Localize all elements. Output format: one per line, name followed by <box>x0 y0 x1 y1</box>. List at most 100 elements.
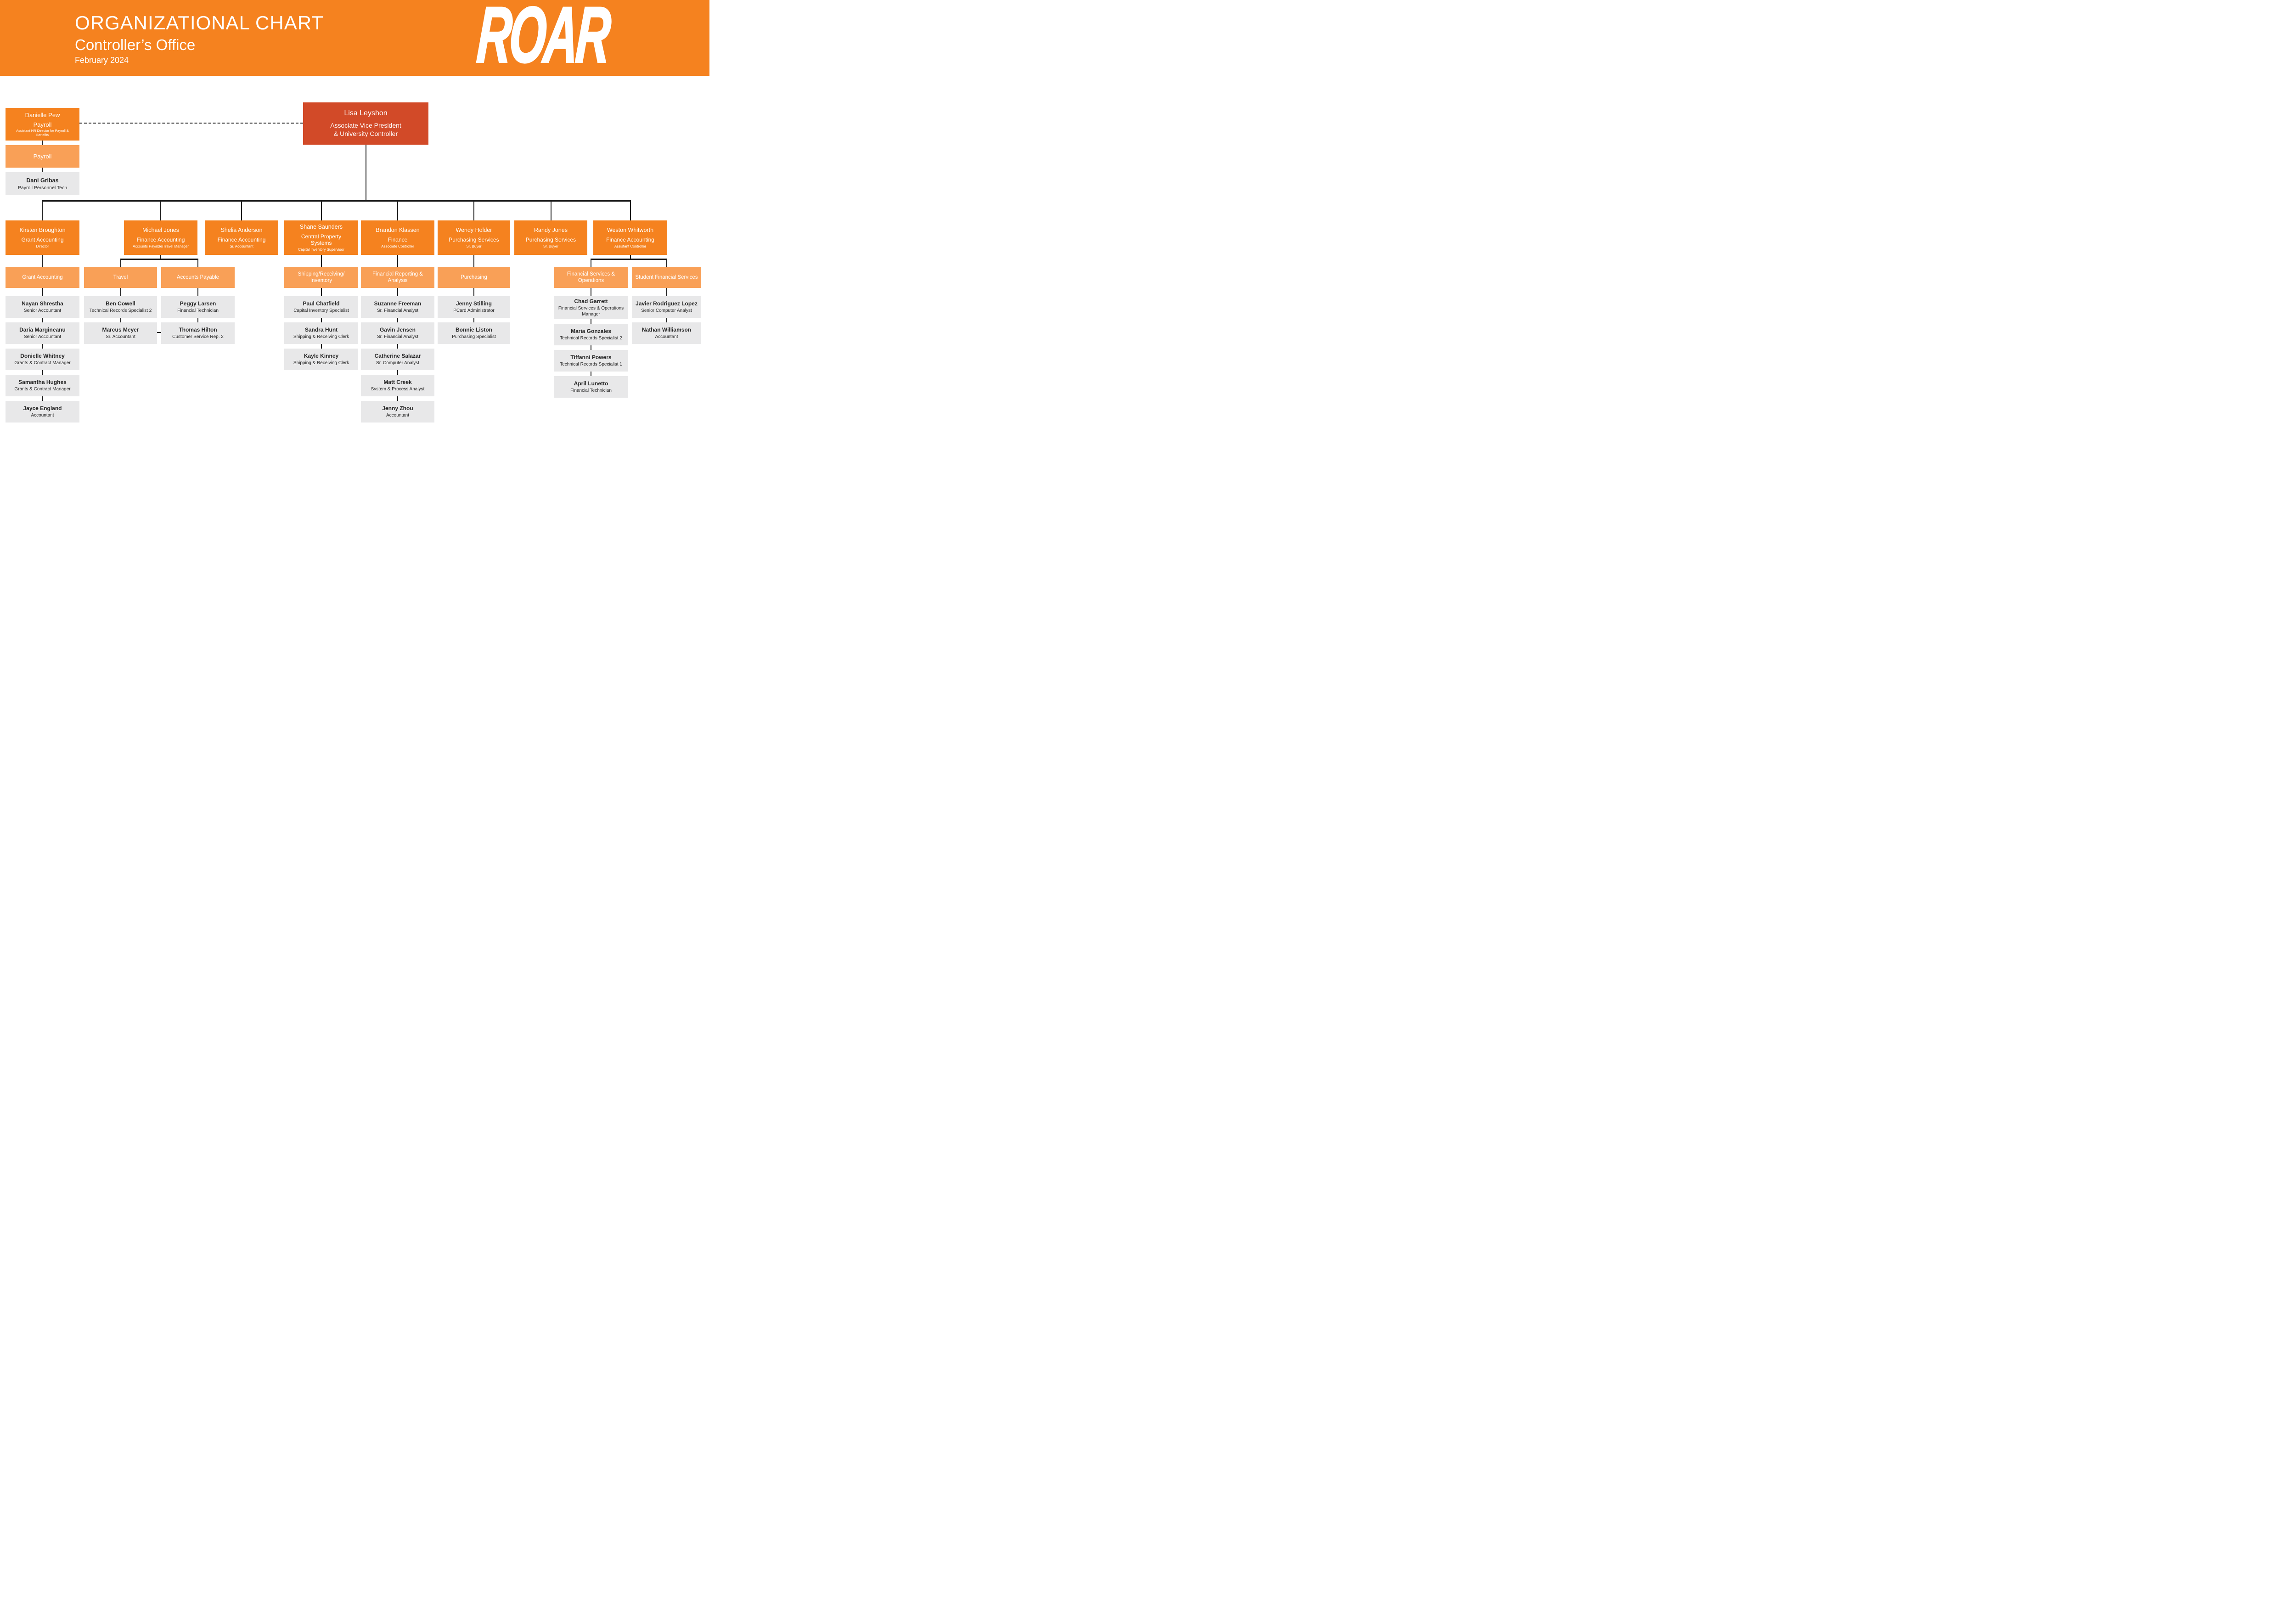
employee-name: Kayle Kinney <box>304 352 339 359</box>
team-box-financial-services-ops: Financial Services & Operations <box>554 267 628 288</box>
employee-name: Donielle Whitney <box>20 352 65 359</box>
manager-dept: Central Property Systems <box>301 233 342 246</box>
manager-name: Michael Jones <box>142 226 179 233</box>
controller-title: Associate Vice President & University Co… <box>330 122 401 137</box>
manager-name: Shelia Anderson <box>220 226 263 233</box>
manager-dept: Purchasing Services <box>525 236 576 243</box>
employee-title: Senior Computer Analyst <box>641 308 692 313</box>
employee-title: Accountant <box>31 412 54 418</box>
connector-line <box>42 141 43 145</box>
employee-name: Thomas Hilton <box>179 326 217 333</box>
employee-title: Shipping & Receiving Clerk <box>293 360 349 366</box>
employee-name: Gavin Jensen <box>379 326 416 333</box>
connector-line <box>160 255 161 259</box>
employee-title: Purchasing Specialist <box>452 334 496 339</box>
connector-line <box>197 288 198 296</box>
employee-name: Maria Gonzales <box>570 327 612 334</box>
connector-line <box>591 259 667 260</box>
connector-line <box>42 201 43 220</box>
employee-title: System & Process Analyst <box>371 386 425 392</box>
connector-line <box>630 255 631 259</box>
employee-title: Sr. Computer Analyst <box>376 360 419 366</box>
employee-title: Technical Records Specialist 1 <box>560 361 622 367</box>
connector-line <box>666 259 667 267</box>
manager-dept: Finance Accounting <box>606 236 654 243</box>
manager-box-finance: Brandon Klassen Finance Associate Contro… <box>361 220 434 255</box>
connector-line <box>241 201 242 220</box>
connector-line <box>42 318 43 322</box>
connector-line <box>321 318 322 322</box>
manager-dept: Finance Accounting <box>136 236 185 243</box>
manager-box-central-property: Shane Saunders Central Property Systems … <box>284 220 358 255</box>
page-subtitle: Controller’s Office <box>75 36 196 53</box>
connector-line <box>120 288 121 296</box>
connector-line <box>197 318 198 322</box>
manager-name: Wendy Holder <box>456 226 492 233</box>
connector-line <box>120 259 121 267</box>
connector-line <box>397 370 398 375</box>
employee-title: Senior Accountant <box>23 308 62 313</box>
employee-title: Sr. Financial Analyst <box>377 308 419 313</box>
manager-dept: Finance <box>388 236 408 243</box>
employee-title: Grants & Contract Manager <box>14 360 71 366</box>
connector-line <box>397 255 398 267</box>
connector-line <box>197 259 198 267</box>
person-role: Assistant HR Director for Payroll & Bene… <box>16 128 69 137</box>
manager-name: Shane Saunders <box>299 223 343 230</box>
employee-name: Matt Creek <box>383 378 412 385</box>
connector-line <box>397 288 398 296</box>
page-title: ORGANIZATIONAL CHART <box>75 12 324 34</box>
manager-role: Sr. Accountant <box>230 244 253 248</box>
employee-name: Tiffanni Powers <box>570 354 612 361</box>
team-box-grant-accounting: Grant Accounting <box>6 267 79 288</box>
manager-role: Associate Controller <box>381 244 414 248</box>
employee-title: Accountant <box>386 412 410 418</box>
connector-line <box>321 288 322 296</box>
manager-dept: Grant Accounting <box>21 236 64 243</box>
org-chart-page: ORGANIZATIONAL CHART Controller’s Office… <box>0 0 709 454</box>
employee-name: Marcus Meyer <box>102 326 139 333</box>
connector-line <box>397 318 398 322</box>
manager-role: Accounts Payable/Travel Manager <box>133 244 189 248</box>
connector-line <box>397 344 398 349</box>
team-box-travel: Travel <box>84 267 157 288</box>
connector-line <box>397 396 398 401</box>
employee-name: Ben Cowell <box>106 300 135 307</box>
controller-name: Lisa Leyshon <box>344 109 388 117</box>
employee-title: Accountant <box>655 334 678 339</box>
employee-title: Sr. Accountant <box>106 334 135 339</box>
employee-title: Technical Records Specialist 2 <box>560 335 622 341</box>
connector-line <box>160 201 161 220</box>
person-name: Danielle Pew <box>25 111 60 118</box>
connector-line <box>42 396 43 401</box>
connector-line <box>473 201 474 220</box>
controller-box: Lisa Leyshon Associate Vice President & … <box>303 102 428 145</box>
employee-name: Suzanne Freeman <box>374 300 422 307</box>
manager-role: Sr. Buyer <box>543 244 558 248</box>
employee-name: Jenny Zhou <box>382 405 413 411</box>
